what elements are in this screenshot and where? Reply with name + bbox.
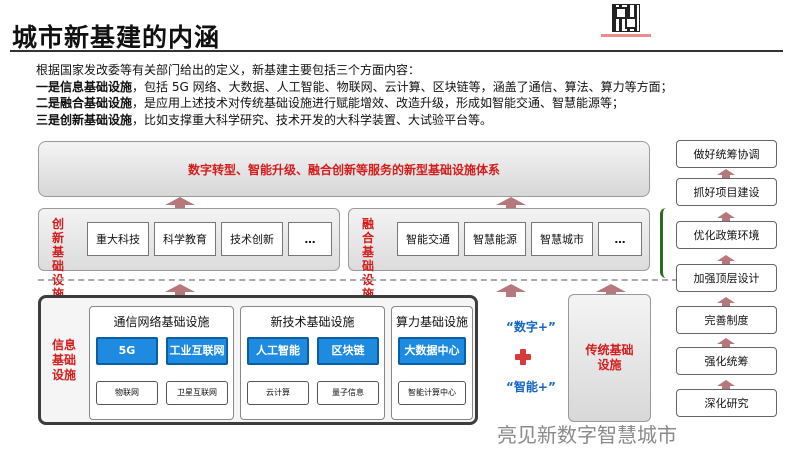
intro-item2-rest: ，是应用上述技术对传统基础设施进行赋能增效、改造升级，形成如智能交通、智慧能源等… — [132, 96, 625, 110]
top-band-label: 数字转型、智能升级、融合创新等服务的新型基础设施体系 — [187, 162, 500, 177]
qr-code-icon — [612, 4, 640, 32]
fusion-item: 智能交通 — [397, 222, 459, 256]
innovation-infrastructure-box: 创新基础设施 重大科技 科学教育 技术创新 … — [38, 208, 340, 301]
intro-line-3: 二是融合基础设施，是应用上述技术对传统基础设施进行赋能增效、改造升级，形成如智能… — [36, 95, 673, 112]
measure-policy-environment: 优化政策环境 — [676, 221, 777, 249]
intro-item2-bold: 二是融合基础设施 — [36, 96, 133, 110]
intro-item1-bold: 一是信息基础设施 — [36, 79, 133, 94]
up-arrow-icon — [496, 197, 526, 210]
tech-ai: 人工智能 — [247, 337, 309, 365]
measure-top-level-design: 加强顶层设计 — [676, 264, 777, 292]
innovation-item: 技术创新 — [221, 222, 283, 256]
up-arrow-icon — [496, 284, 526, 297]
red-plus-icon — [515, 349, 531, 365]
intro-text: 根据国家发改委等有关部门给出的定义，新基建主要包括三个方面内容： 一是信息基础设… — [36, 62, 673, 128]
tech-industrial-internet: 工业互联网 — [166, 337, 228, 365]
intro-item1-rest: ，包括 5G 网络、大数据、人工智能、物联网、云计算、区块链等，涵盖了通信、算法… — [132, 79, 673, 94]
traditional-label: 传统基础设施 — [585, 343, 634, 372]
up-arrow-icon — [165, 284, 195, 297]
innovation-item: 重大科技 — [87, 222, 149, 256]
tech-iot: 物联网 — [96, 381, 158, 405]
tech-blockchain: 区块链 — [317, 337, 379, 365]
watermark: 亮见新数字智慧城市 — [497, 423, 677, 447]
information-infrastructure-box: 信息基础设施 通信网络基础设施 5G 工业互联网 物联网 卫星互联网 新技术基础… — [38, 295, 478, 425]
up-arrow-icon — [165, 197, 195, 210]
intro-line-1: 根据国家发改委等有关部门给出的定义，新基建主要包括三个方面内容： — [36, 63, 421, 77]
innovation-label: 创新基础设施 — [51, 217, 64, 301]
measure-deepen-research: 深化研究 — [676, 389, 777, 417]
fusion-label: 融合基础设施 — [361, 217, 374, 301]
smart-plus-label: “智能+” — [506, 380, 556, 394]
intro-line-4: 三是创新基础设施，比如支撑重大科学研究、技术开发的大科学装置、大试验平台等。 — [36, 112, 673, 129]
new-technology-group: 新技术基础设施 人工智能 区块链 云计算 量子信息 — [240, 306, 385, 420]
page-title: 城市新基建的内涵 — [12, 23, 221, 52]
computing-power-group: 算力基础设施 大数据中心 智能计算中心 — [391, 306, 473, 420]
tech-cloud: 云计算 — [247, 381, 309, 405]
measure-improve-system: 完善制度 — [676, 306, 777, 334]
title-divider — [10, 50, 783, 52]
up-arrow-icon — [717, 212, 735, 221]
intro-item3-rest: ，比如支撑重大科学研究、技术开发的大科学装置、大试验平台等。 — [132, 112, 493, 127]
new-infrastructure-system-band: 数字转型、智能升级、融合创新等服务的新型基础设施体系 — [38, 141, 650, 197]
up-arrow-icon — [717, 338, 735, 347]
fusion-item-more: … — [598, 222, 642, 256]
fusion-item: 智慧能源 — [464, 222, 526, 256]
measure-coordination: 做好统筹协调 — [676, 140, 777, 168]
up-arrow-icon — [717, 169, 735, 178]
communication-network-group: 通信网络基础设施 5G 工业互联网 物联网 卫星互联网 — [89, 306, 234, 420]
tech-intelligent-computing: 智能计算中心 — [398, 381, 466, 405]
digital-plus-label: “数字+” — [506, 320, 556, 334]
information-label: 信息基础设施 — [51, 338, 76, 382]
fusion-infrastructure-box: 融合基础设施 智能交通 智慧能源 智慧城市 … — [348, 208, 650, 301]
innovation-item: 科学教育 — [154, 222, 216, 256]
measure-strengthen-coordination: 强化统筹 — [676, 347, 777, 375]
bracket-icon — [660, 208, 668, 278]
innovation-item-more: … — [288, 222, 332, 256]
group-title: 新技术基础设施 — [270, 315, 355, 329]
tech-big-data-center: 大数据中心 — [398, 337, 466, 365]
group-title: 算力基础设施 — [395, 315, 468, 329]
up-arrow-icon — [717, 380, 735, 389]
tech-quantum: 量子信息 — [317, 381, 379, 405]
up-arrow-icon — [717, 255, 735, 264]
traditional-infrastructure-box: 传统基础设施 — [568, 294, 651, 422]
measure-project-construction: 抓好项目建设 — [676, 178, 777, 206]
dashed-divider — [38, 279, 678, 281]
fusion-item: 智慧城市 — [531, 222, 593, 256]
tech-satellite-internet: 卫星互联网 — [166, 381, 228, 405]
up-arrow-icon — [717, 297, 735, 306]
group-title: 通信网络基础设施 — [113, 315, 210, 329]
intro-item3-bold: 三是创新基础设施 — [36, 112, 133, 127]
tech-5g: 5G — [96, 337, 158, 365]
intro-line-2: 一是信息基础设施，包括 5G 网络、大数据、人工智能、物联网、云计算、区块链等，… — [36, 79, 673, 96]
qr-caption — [601, 34, 651, 37]
